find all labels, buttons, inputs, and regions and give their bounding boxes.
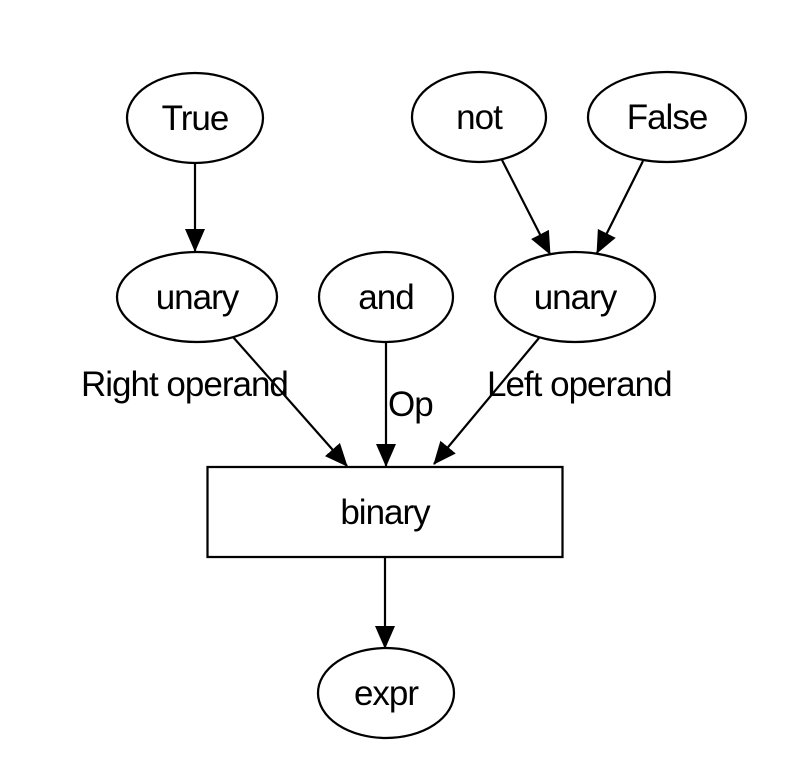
edge-unary-right-to-binary <box>433 337 540 465</box>
edge-label: Left operand <box>487 365 672 404</box>
node-shape-ellipse <box>125 71 265 165</box>
node-not: not <box>410 70 548 164</box>
node-false: False <box>586 70 748 164</box>
edge-not-to-unary-right <box>501 159 551 255</box>
node-label: unary <box>156 278 240 317</box>
edges-layer <box>185 159 644 649</box>
node-true: True <box>125 71 265 165</box>
edge-label: Right operand <box>81 365 288 404</box>
node-label: and <box>358 278 413 317</box>
edge-label: Op <box>388 385 433 424</box>
nodes-layer: True not False unary and unary binary expr <box>115 70 748 740</box>
node-shape-rect <box>206 465 564 559</box>
node-and: and <box>317 250 455 344</box>
node-shape-ellipse <box>493 250 657 344</box>
node-shape-ellipse <box>410 70 548 164</box>
edge-unary-left-to-binary <box>232 336 348 467</box>
node-label: binary <box>340 493 431 532</box>
node-unary-left: unary <box>115 250 279 344</box>
node-shape-ellipse <box>317 250 455 344</box>
node-unary-right: unary <box>493 250 657 344</box>
node-shape-ellipse <box>316 646 456 740</box>
node-shape-ellipse <box>586 70 748 164</box>
node-label: unary <box>534 278 618 317</box>
edge-false-to-unary-right <box>596 160 644 254</box>
node-label: True <box>162 99 229 138</box>
node-label: not <box>456 98 503 137</box>
node-label: expr <box>354 674 419 713</box>
node-expr: expr <box>316 646 456 740</box>
node-label: False <box>627 98 708 137</box>
node-binary: binary <box>206 465 564 559</box>
node-shape-ellipse <box>115 250 279 344</box>
